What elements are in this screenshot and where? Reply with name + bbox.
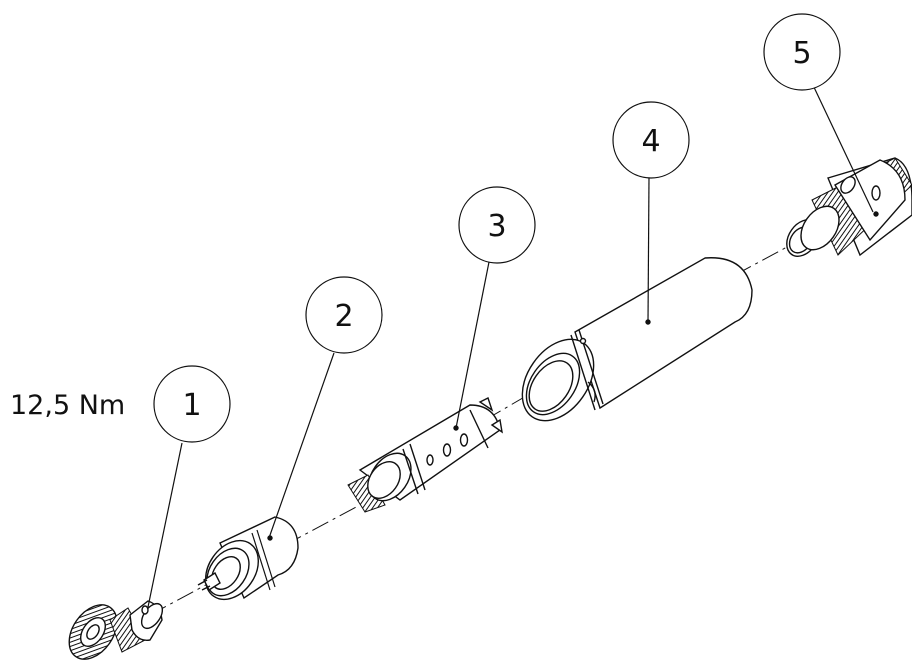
leader-lines bbox=[147, 82, 874, 608]
callout-1-number: 1 bbox=[182, 388, 201, 423]
callout-5-number: 5 bbox=[792, 36, 811, 71]
callout-2: 2 bbox=[305, 276, 383, 354]
part-2-cylinder bbox=[197, 516, 299, 601]
part-5-housing bbox=[786, 157, 912, 257]
callout-3: 3 bbox=[458, 186, 536, 264]
part-3-spindle bbox=[347, 397, 503, 513]
part-4-sleeve bbox=[521, 257, 753, 422]
callout-1: 1 bbox=[153, 365, 231, 443]
callout-3-number: 3 bbox=[487, 209, 506, 244]
callout-4: 4 bbox=[612, 101, 690, 179]
torque-label: 12,5 Nm bbox=[10, 390, 125, 421]
callout-4-number: 4 bbox=[641, 124, 660, 159]
callout-2-number: 2 bbox=[334, 299, 353, 334]
callout-5: 5 bbox=[763, 13, 841, 91]
part-1-nut bbox=[68, 600, 164, 660]
